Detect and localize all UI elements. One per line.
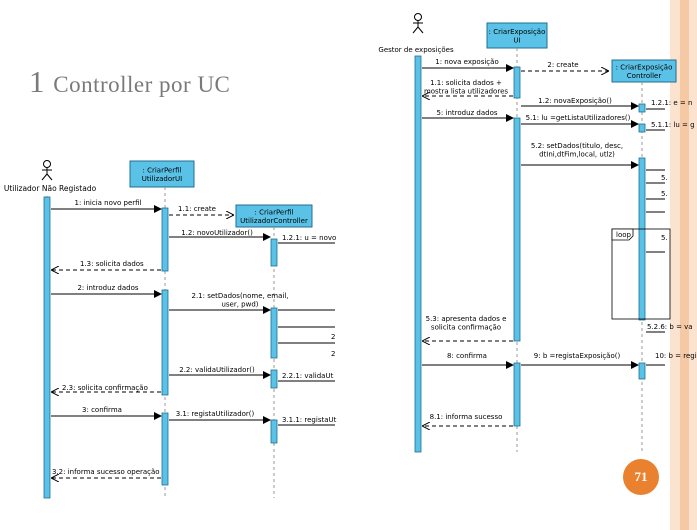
decorative-bar-mid xyxy=(680,0,689,530)
actor-leg-icon xyxy=(412,26,419,34)
message-label: 2.3: solicita confirmação xyxy=(62,384,148,392)
message-label: 5. xyxy=(661,174,668,182)
message-label: 5: introduz dados xyxy=(436,109,497,117)
message-label: 2.1: setDados(nome, email,user, pwd) xyxy=(191,292,288,309)
message-label: 2 xyxy=(331,333,335,341)
activation-bar xyxy=(43,196,51,499)
left-actor-label: Utilizador Não Registado xyxy=(4,184,97,193)
message-label: 3.1: registaUtilizador() xyxy=(176,410,255,418)
message-label: 2: introduz dados xyxy=(77,284,138,292)
message-label: 1.2: novaExposição() xyxy=(538,97,612,105)
message-label: 10: b = regi xyxy=(655,352,697,360)
activation-bar xyxy=(638,123,646,133)
activation-bar xyxy=(638,103,646,113)
message-label: 2.2.1: validaUt xyxy=(282,372,334,380)
actor-leg-icon xyxy=(46,173,53,181)
activation-bar xyxy=(270,238,278,267)
activation-bar xyxy=(513,117,521,342)
activation-bar xyxy=(513,362,521,427)
message-label: 1.1: solicita dados +mostra lista utiliz… xyxy=(424,79,508,96)
slide-title: 1 Controller por UC xyxy=(29,64,231,99)
message-label: 5.1.1: lu = g xyxy=(651,121,695,129)
activation-bar xyxy=(414,55,422,453)
activation-bar xyxy=(638,157,646,321)
message-label: 2 xyxy=(331,350,335,358)
message-label: 5.1: lu =getListaUtilizadores() xyxy=(526,114,631,122)
activation-bar xyxy=(638,362,646,380)
message-label: 5.2.6: b = va xyxy=(647,323,693,331)
actor-head-icon xyxy=(43,160,51,168)
activation-bar xyxy=(161,289,169,396)
loop-frame xyxy=(611,228,671,320)
activation-bar xyxy=(161,207,169,272)
right-controller-lifeline-box xyxy=(611,59,677,83)
left-ui-lifeline-box xyxy=(129,160,195,188)
message-label: 2: create xyxy=(547,61,578,69)
actor-leg-icon xyxy=(41,173,48,181)
activation-bar xyxy=(270,307,278,359)
loop-tag xyxy=(611,228,634,241)
message-label: 1.2.1: e = n xyxy=(651,99,692,107)
right-ui-lifeline-box xyxy=(486,22,548,49)
message-label: 3: confirma xyxy=(82,406,122,414)
message-label: 1.3: solicita dados xyxy=(80,260,144,268)
decorative-bar-edge xyxy=(689,0,697,530)
message-label: 3.1.1: registaUt xyxy=(282,416,337,424)
actor-head-icon xyxy=(414,13,422,21)
decorative-bar-light xyxy=(670,0,680,530)
activation-bar xyxy=(270,369,278,389)
message-label: 8.1: informa sucesso xyxy=(430,413,503,421)
message-label: 8: confirma xyxy=(447,352,487,360)
message-label: 1: inicia novo perfil xyxy=(74,199,141,207)
loop-label: loop xyxy=(616,231,632,239)
activation-bar xyxy=(270,419,278,444)
message-label: 5. xyxy=(661,190,668,198)
message-label: 1: nova exposição xyxy=(435,58,498,66)
actor-leg-icon xyxy=(417,26,424,34)
message-label: 1.2: novoUtilizador() xyxy=(181,229,253,237)
activation-bar xyxy=(513,66,521,99)
message-label: 9: b =registaExposição() xyxy=(534,352,621,360)
message-label: 1.1: create xyxy=(178,205,216,213)
right-actor-label: Gestor de exposições xyxy=(378,46,454,54)
message-label: 5. xyxy=(661,234,668,242)
activation-bar xyxy=(161,412,169,486)
message-label: 3.2: informa sucesso operação xyxy=(52,468,160,476)
message-label: 2.2: validaUtilizador() xyxy=(179,366,255,374)
message-label: 1.2.1: u = novo xyxy=(282,234,336,242)
message-label: 5.2: setDados(titulo, desc,dtIni,dtFim,l… xyxy=(531,142,623,159)
page-number: 71 xyxy=(623,459,659,495)
